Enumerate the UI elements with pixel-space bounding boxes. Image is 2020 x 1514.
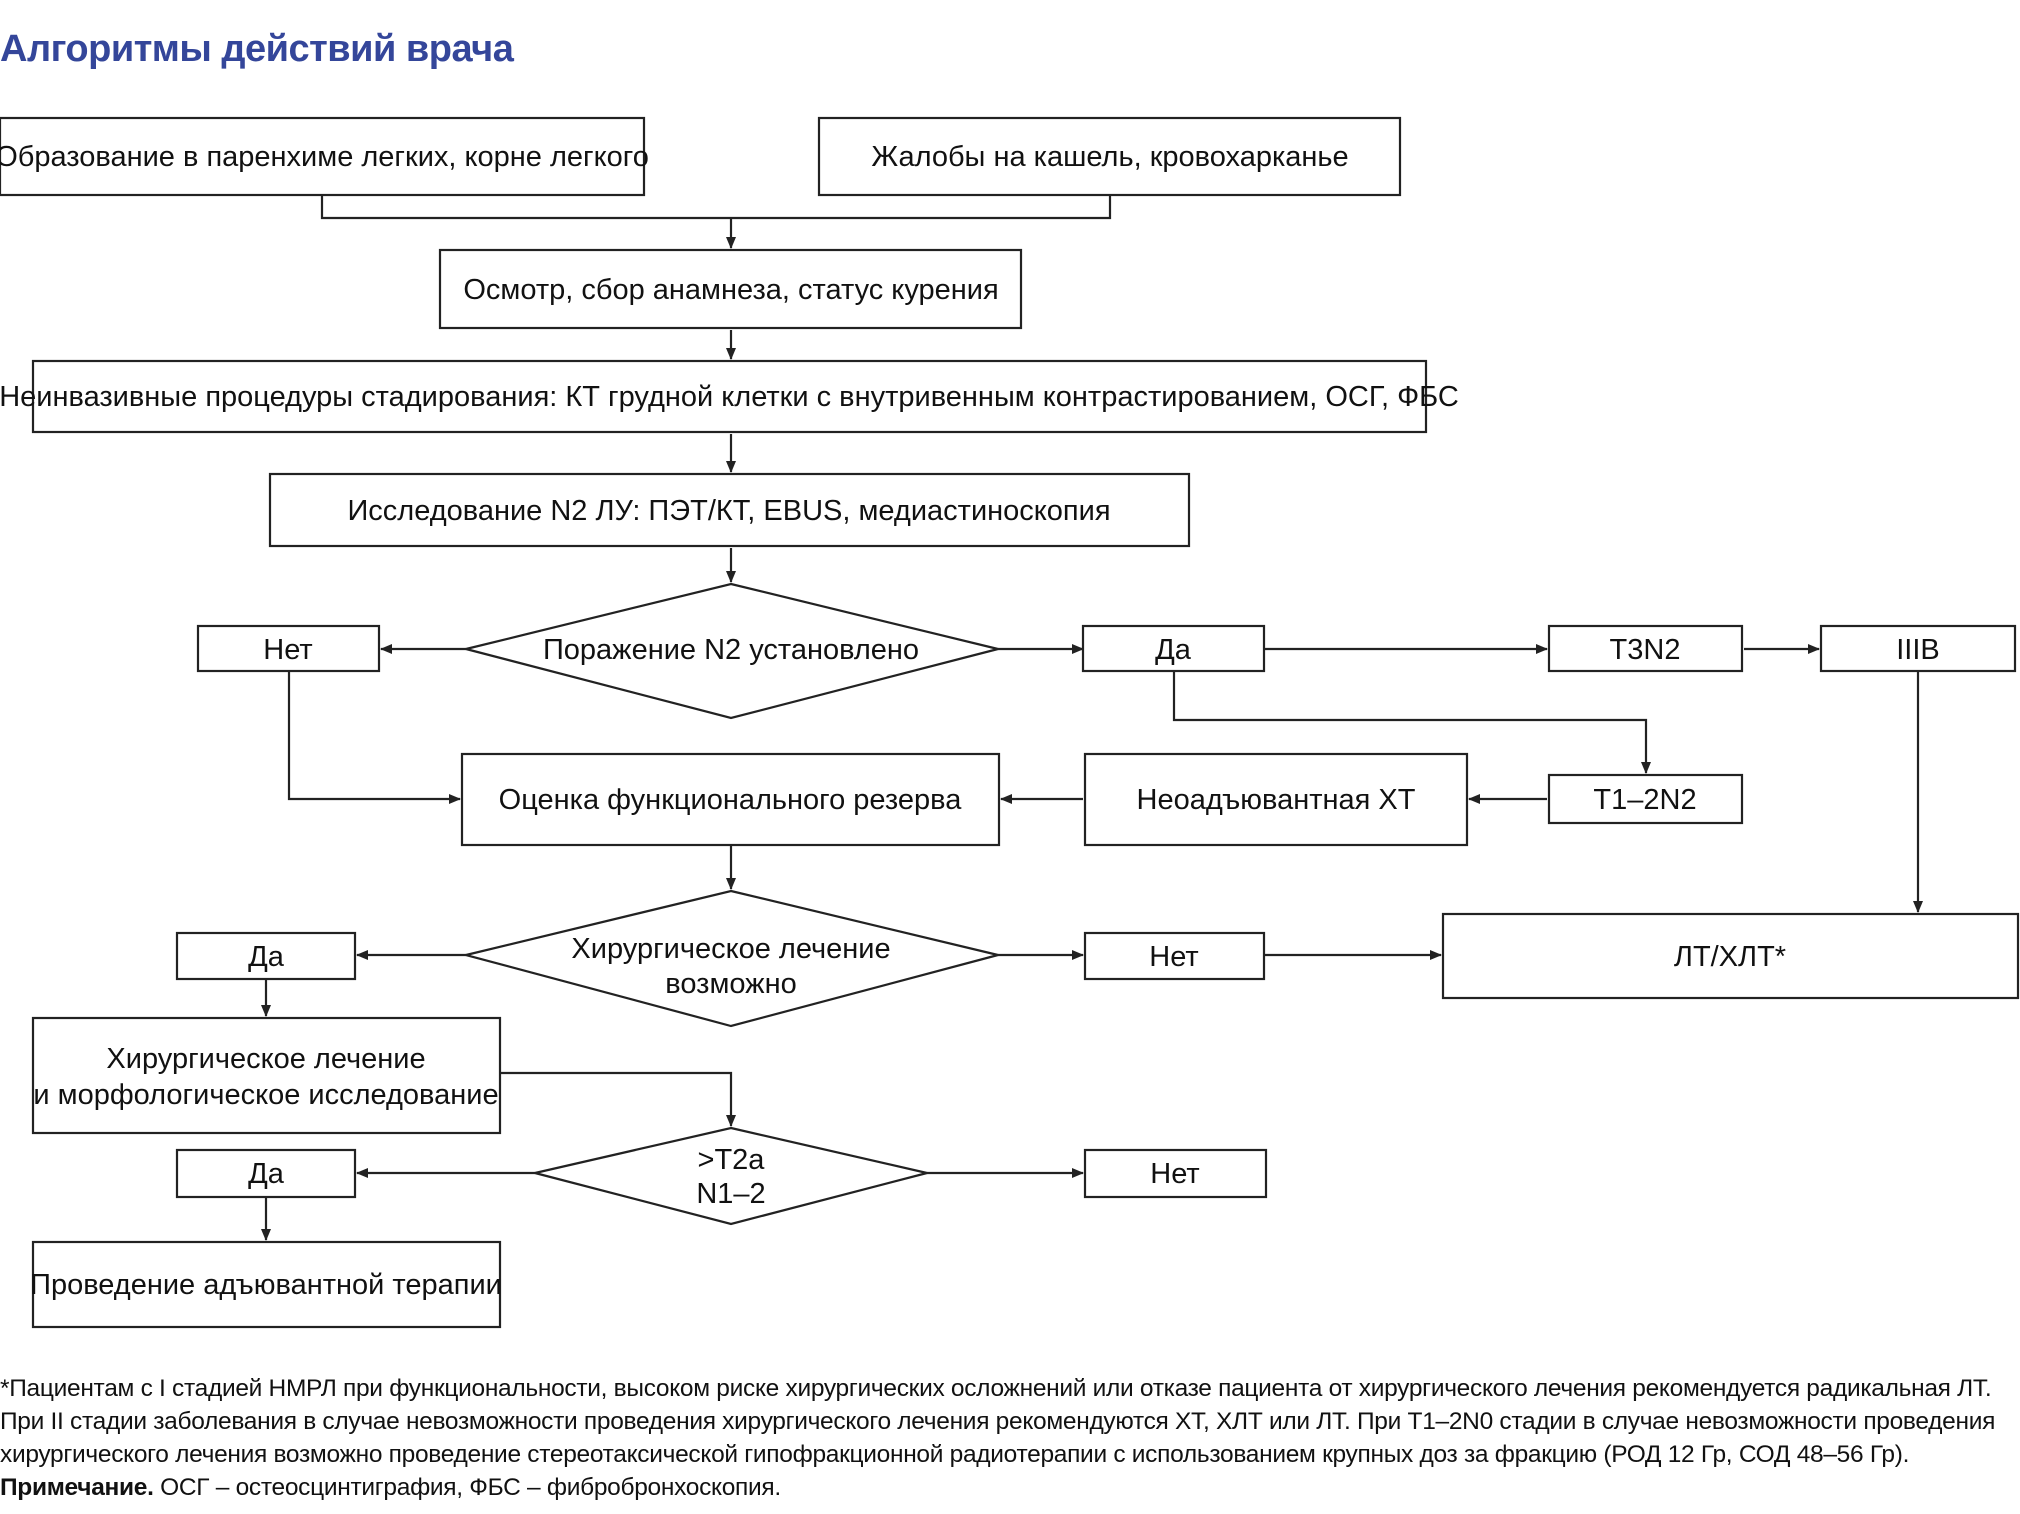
node-reserve: Оценка функционального резерва (460, 752, 1001, 847)
node-n2-yes-label: Да (1155, 634, 1192, 666)
page-title: Алгоритмы действий врача (0, 28, 514, 70)
arrow-yes-to-t12n2 (1172, 672, 1651, 774)
footnote-line-2: При II стадии заболевания в случае невоз… (0, 1408, 1996, 1435)
decision-surgery: Хирургическое лечение возможно (465, 889, 999, 1028)
decision-t2a: >T2a N1–2 (534, 1126, 928, 1226)
node-surgery-no: Нет (1083, 931, 1266, 981)
decision-t2a-line1: >T2a (698, 1144, 766, 1176)
node-complaints-label: Жалобы на кашель, кровохарканье (871, 141, 1348, 173)
node-n2-no: Нет (196, 624, 381, 673)
decision-n2-label: Поражение N2 установлено (543, 634, 919, 666)
footnotes: *Пациентам с I стадией НМРЛ при функцион… (0, 1372, 2015, 1504)
flowchart: Образование в паренхиме легких, корне ле… (0, 116, 2020, 1329)
node-complaints: Жалобы на кашель, кровохарканье (817, 116, 1402, 197)
connectors (261, 195, 1923, 1241)
decision-surgery-line1: Хирургическое лечение (571, 933, 890, 965)
node-neoadjuvant-label: Неоадъювантная ХТ (1137, 784, 1416, 816)
node-staging-label: Неинвазивные процедуры стадирования: КТ … (0, 381, 1459, 413)
node-reserve-label: Оценка функционального резерва (499, 784, 963, 816)
connector-complaints-merge (731, 195, 1112, 220)
decision-t2a-line2: N1–2 (696, 1178, 765, 1210)
node-t3n2: T3N2 (1547, 624, 1744, 673)
node-adjuvant: Проведение адъювантной терапии (30, 1240, 502, 1329)
node-t2a-yes: Да (175, 1148, 357, 1199)
decision-surgery-line2: возможно (665, 968, 796, 1000)
node-t12n2-label: T1–2N2 (1593, 784, 1696, 816)
footnote-note: Примечание. ОСГ – остеосцинтиграфия, ФБС… (0, 1471, 2015, 1504)
node-t2a-yes-label: Да (248, 1158, 285, 1190)
node-t2a-no-label: Нет (1150, 1158, 1199, 1190)
node-surgery-yes-label: Да (248, 941, 285, 973)
node-surgery-line1: Хирургическое лечение (106, 1043, 425, 1075)
node-staging: Неинвазивные процедуры стадирования: КТ … (0, 359, 1459, 434)
node-n2-study: Исследование N2 ЛУ: ПЭТ/КТ, EBUS, медиас… (268, 472, 1191, 548)
node-surgery: Хирургическое лечение и морфологическое … (31, 1016, 502, 1135)
node-exam: Осмотр, сбор анамнеза, статус курения (438, 248, 1023, 330)
node-rt-label: ЛТ/ХЛТ* (1674, 941, 1786, 973)
node-rt: ЛТ/ХЛТ* (1441, 912, 2020, 1000)
node-n2-yes: Да (1081, 624, 1266, 673)
node-t3n2-label: T3N2 (1610, 634, 1681, 666)
node-iiib-label: IIIB (1896, 634, 1940, 666)
node-n2-no-label: Нет (263, 634, 312, 666)
node-adjuvant-label: Проведение адъювантной терапии (30, 1269, 502, 1301)
node-mass: Образование в паренхиме легких, корне ле… (0, 116, 649, 197)
node-surgery-no-label: Нет (1149, 941, 1198, 973)
node-mass-label: Образование в паренхиме легких, корне ле… (0, 141, 649, 173)
note-label: Примечание. (0, 1474, 154, 1501)
arrow-surgery-to-t2a (500, 1071, 736, 1127)
node-neoadjuvant: Неоадъювантная ХТ (1083, 752, 1469, 847)
node-t12n2: T1–2N2 (1547, 773, 1744, 825)
node-iiib: IIIB (1819, 624, 2017, 673)
footnote-line-3: хирургического лечения возможно проведен… (0, 1441, 1910, 1468)
node-n2-study-label: Исследование N2 ЛУ: ПЭТ/КТ, EBUS, медиас… (347, 495, 1110, 527)
decision-n2: Поражение N2 установлено (465, 582, 999, 720)
node-t2a-no: Нет (1083, 1148, 1268, 1199)
node-surgery-yes: Да (175, 931, 357, 981)
note-text: ОСГ – остеосцинтиграфия, ФБС – фиброброн… (160, 1474, 781, 1501)
footnote-line-1: *Пациентам с I стадией НМРЛ при функцион… (0, 1375, 1992, 1402)
connector-mass-merge (320, 195, 731, 220)
node-surgery-line2: и морфологическое исследование (33, 1079, 498, 1111)
arrow-no-to-reserve (287, 672, 461, 804)
node-exam-label: Осмотр, сбор анамнеза, статус курения (463, 274, 998, 306)
